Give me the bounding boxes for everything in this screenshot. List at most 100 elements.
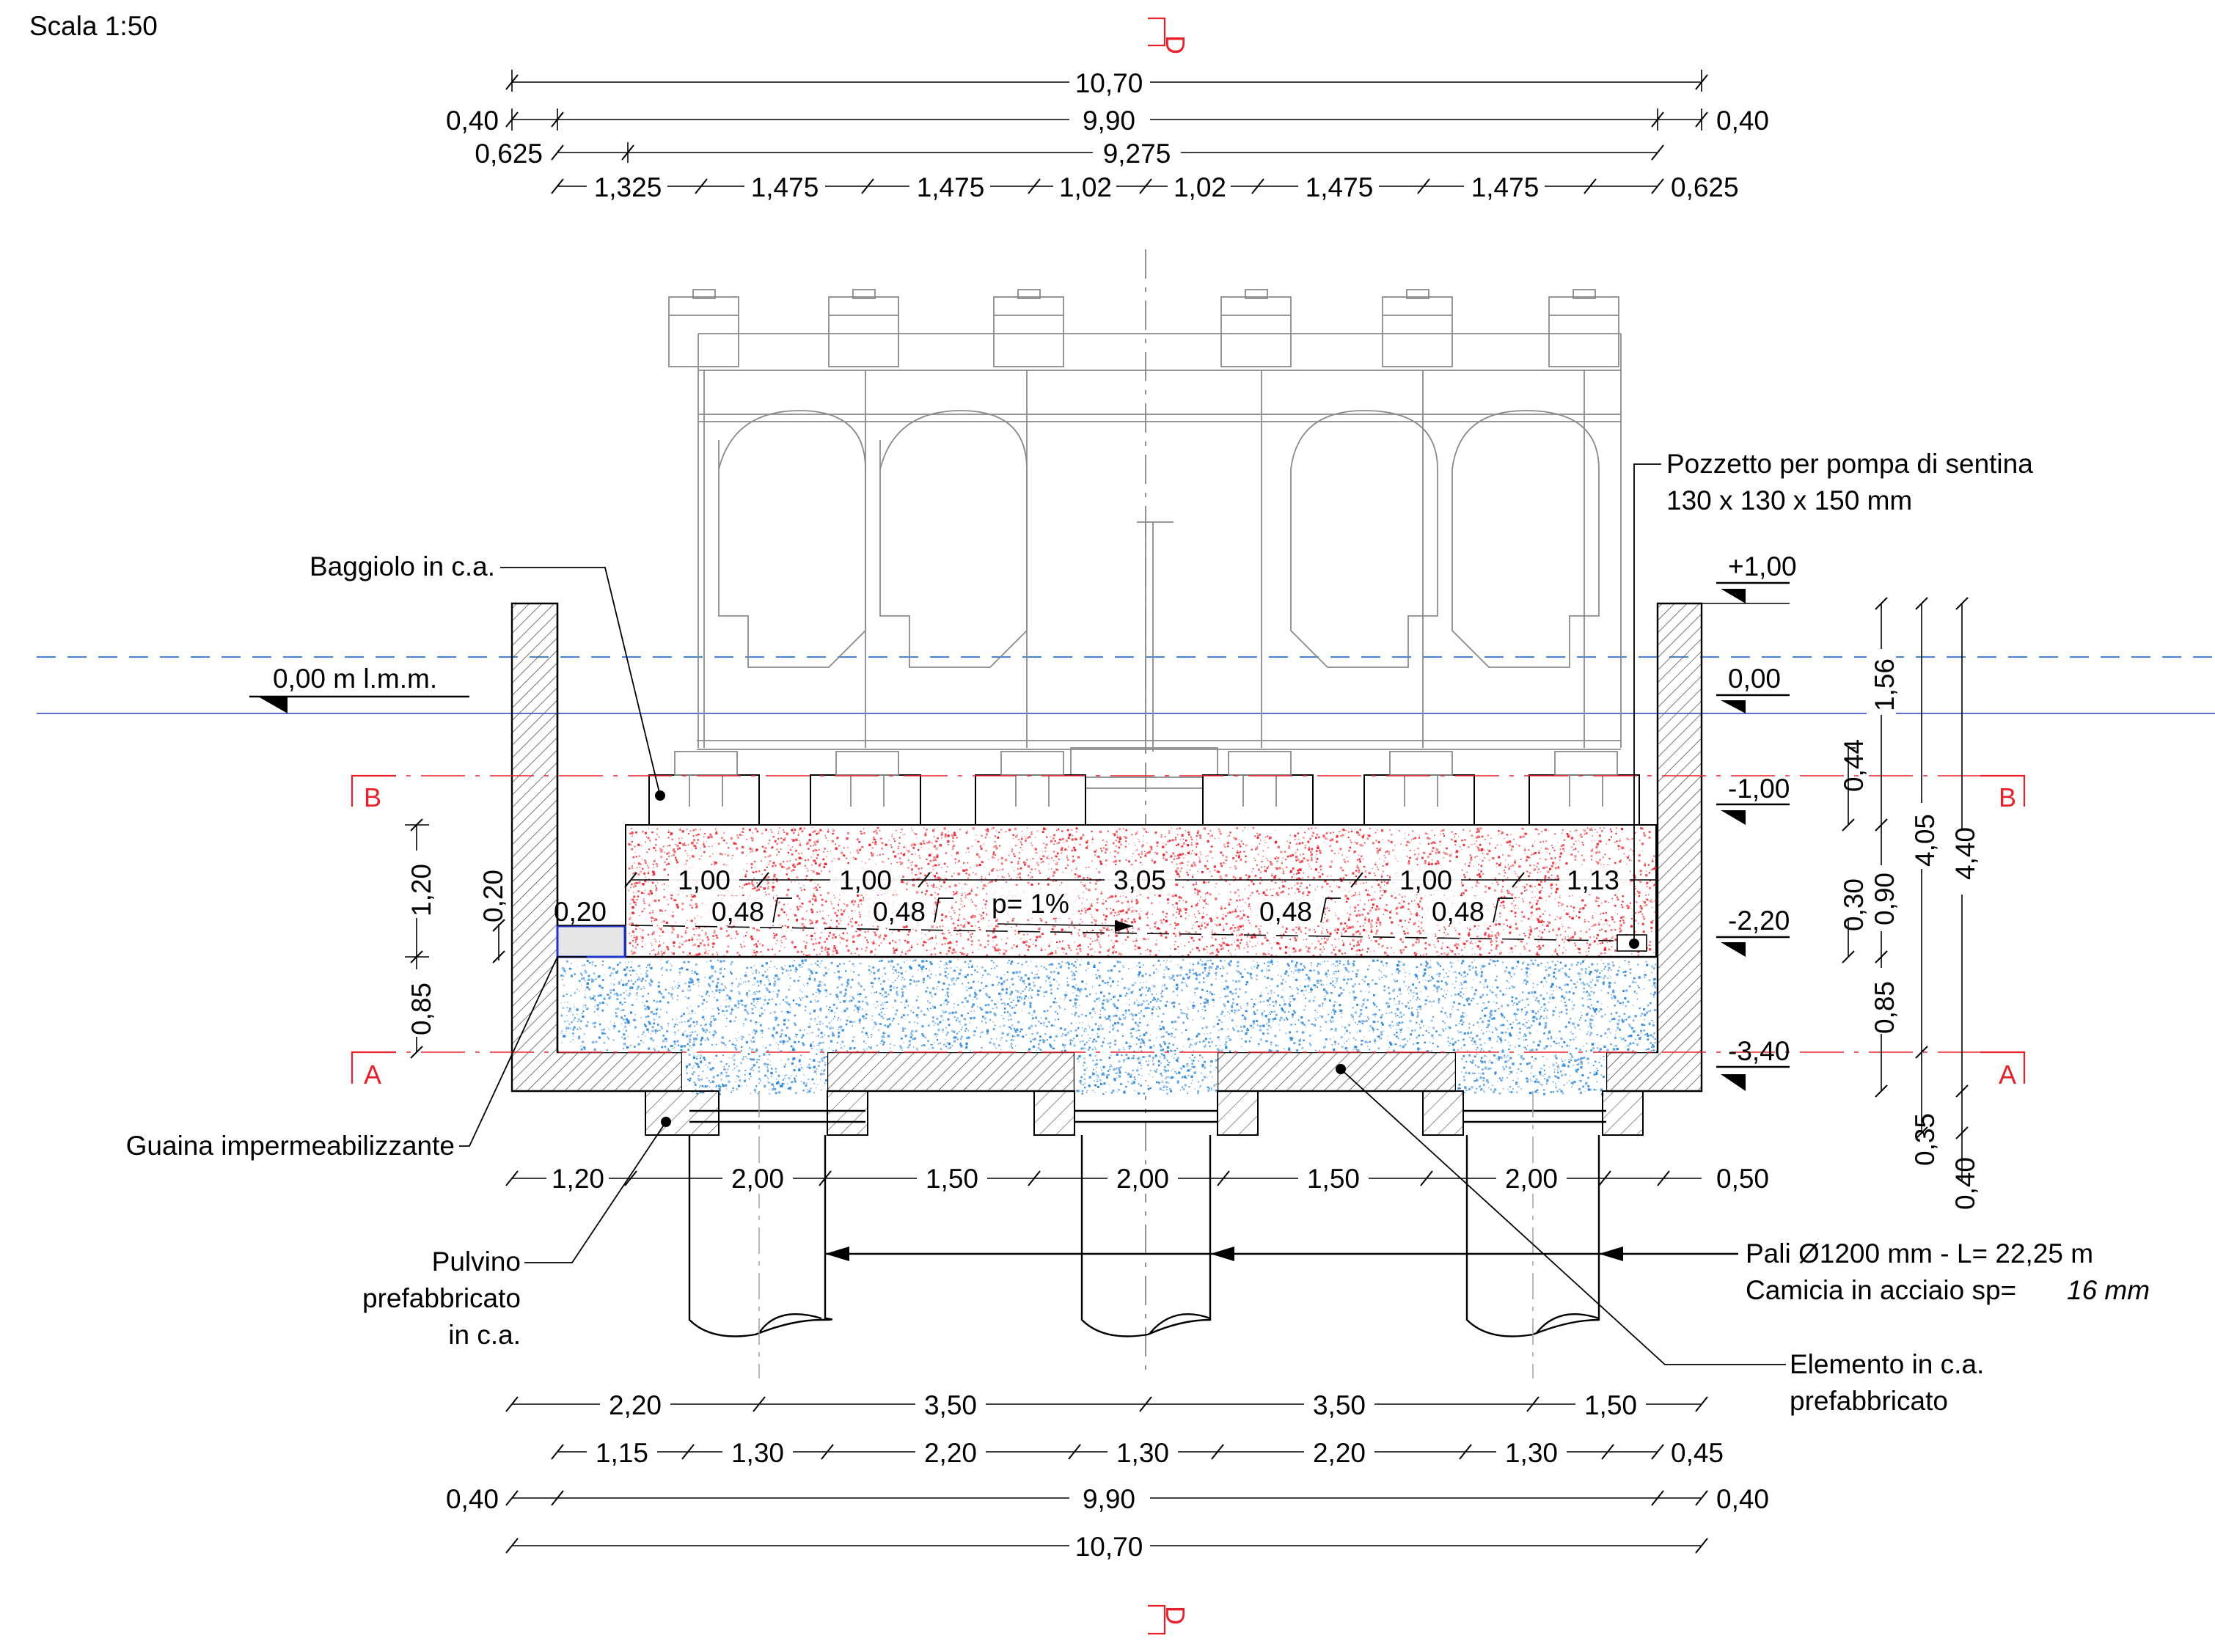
section-letter-top: D bbox=[1160, 35, 1190, 54]
top-dim-inner: 9,90 bbox=[1083, 106, 1135, 136]
section-line-a: A A bbox=[351, 1051, 2026, 1090]
bottom-dim-2-5: 2,20 bbox=[1313, 1438, 1366, 1468]
pile-dim-5: 1,50 bbox=[1307, 1164, 1360, 1194]
right-dim-0-40: 0,40 bbox=[1950, 1157, 1980, 1210]
inner-sub-dim-4: 0,48 bbox=[1432, 897, 1484, 927]
bottom-dim-1-3: 3,50 bbox=[1313, 1390, 1366, 1420]
blue-fill-gap-3 bbox=[1456, 1052, 1606, 1096]
inner-dimensions: 1,00 1,00 3,05 1,00 1,13 0,48 0,48 0,48 … bbox=[554, 865, 1656, 927]
pile-dimensions: 1,20 2,00 1,50 2,00 1,50 2,00 0,50 bbox=[505, 1164, 1769, 1194]
top-dim-bay-1: 1,325 bbox=[594, 172, 662, 202]
section-b-right: B bbox=[1999, 782, 2016, 812]
inner-dim-2: 1,00 bbox=[839, 865, 892, 895]
right-dim-0-44: 0,44 bbox=[1839, 739, 1869, 792]
top-dim-right-wall: 0,40 bbox=[1716, 106, 1769, 136]
scale-label: Scala 1:50 bbox=[29, 11, 158, 41]
pali-label-3: 16 mm bbox=[2067, 1275, 2150, 1305]
top-dim-bay-8: 0,625 bbox=[1671, 172, 1739, 202]
left-dim-3: 0,20 bbox=[478, 870, 508, 922]
bottom-dimension-chains: 2,20 3,50 3,50 1,50 1,15 1,30 2,20 1,30 … bbox=[446, 1390, 1769, 1562]
elemento-label-2: prefabbricato bbox=[1790, 1386, 1948, 1416]
slope-line bbox=[630, 925, 1614, 941]
section-letter-bottom: D bbox=[1160, 1606, 1190, 1625]
baggiolo-label: Baggiolo in c.a. bbox=[310, 551, 495, 581]
water-level-label: 0,00 m l.m.m. bbox=[273, 664, 437, 694]
level-plus-1: +1,00 bbox=[1728, 551, 1797, 581]
concrete-walls bbox=[510, 602, 1703, 1093]
guaina-label: Guaina impermeabilizzante bbox=[126, 1131, 455, 1161]
top-dim-bay-5: 1,02 bbox=[1174, 172, 1226, 202]
section-b-left: B bbox=[364, 782, 381, 812]
inner-dim-1: 1,00 bbox=[678, 865, 731, 895]
right-dim-1-56: 1,56 bbox=[1870, 658, 1900, 711]
pile-dim-3: 1,50 bbox=[926, 1164, 978, 1194]
pulvino-label-2: prefabbricato bbox=[362, 1283, 521, 1313]
bottom-dim-2-1: 1,15 bbox=[596, 1438, 648, 1468]
level-minus-2-20: -2,20 bbox=[1728, 906, 1790, 936]
piles bbox=[645, 1090, 1644, 1378]
right-dim-4-05: 4,05 bbox=[1910, 814, 1940, 867]
top-dim-bay-4: 1,02 bbox=[1059, 172, 1112, 202]
right-dim-0-30: 0,30 bbox=[1839, 878, 1869, 931]
right-dim-0-35: 0,35 bbox=[1910, 1113, 1940, 1166]
level-minus-3-40: -3,40 bbox=[1728, 1036, 1790, 1066]
top-dim-bay-2: 1,475 bbox=[751, 172, 819, 202]
bottom-dim-1-1: 2,20 bbox=[609, 1390, 662, 1420]
level-minus-1: -1,00 bbox=[1728, 774, 1790, 804]
inner-sub-dim-1: 0,48 bbox=[711, 897, 764, 927]
inner-dim-3: 3,05 bbox=[1113, 865, 1166, 895]
level-zero: 0,00 bbox=[1728, 664, 1781, 694]
pile-dim-2: 2,00 bbox=[731, 1164, 784, 1194]
bottom-dim-3-1: 0,40 bbox=[446, 1484, 499, 1514]
inner-sub-dim-2: 0,48 bbox=[873, 897, 926, 927]
top-dimension-chains: 10,70 0,40 9,90 0,40 0,625 9,275 1,325 1… bbox=[446, 65, 1769, 202]
pile-dim-4: 2,00 bbox=[1116, 1164, 1169, 1194]
bearing-details bbox=[674, 751, 1618, 807]
bottom-dim-2-7: 0,45 bbox=[1671, 1438, 1724, 1468]
bottom-dim-2-3: 2,20 bbox=[924, 1438, 977, 1468]
top-dim-span: 9,275 bbox=[1103, 139, 1171, 169]
drain-channel bbox=[556, 925, 626, 958]
top-dim-bay-6: 1,475 bbox=[1306, 172, 1374, 202]
top-dim-bay-7: 1,475 bbox=[1471, 172, 1539, 202]
pile-arrow-line bbox=[825, 1247, 1738, 1261]
pali-label-2: Camicia in acciaio sp= bbox=[1746, 1275, 2016, 1305]
callouts: Baggiolo in c.a. Pozzetto per pompa di s… bbox=[126, 449, 2150, 1416]
left-dim-2: 0,85 bbox=[406, 983, 436, 1035]
pali-label-1: Pali Ø1200 mm - L= 22,25 m bbox=[1746, 1238, 2093, 1269]
pile-dim-1: 1,20 bbox=[552, 1164, 604, 1194]
bottom-dim-2-2: 1,30 bbox=[731, 1438, 784, 1468]
top-dim-offset: 0,625 bbox=[475, 139, 543, 169]
bottom-dim-3-2: 9,90 bbox=[1083, 1484, 1135, 1514]
inner-dim-4: 1,00 bbox=[1399, 865, 1452, 895]
pile-dim-7: 0,50 bbox=[1716, 1164, 1769, 1194]
top-dim-left-wall: 0,40 bbox=[446, 106, 499, 136]
bottom-dim-2-4: 1,30 bbox=[1116, 1438, 1169, 1468]
elemento-label-1: Elemento in c.a. bbox=[1790, 1349, 1984, 1379]
bottom-dim-2-6: 1,30 bbox=[1505, 1438, 1558, 1468]
left-dimensions: 1,20 0,85 0,20 bbox=[402, 818, 508, 1059]
section-marker-top: D bbox=[1148, 17, 1190, 54]
top-dim-bay-3: 1,475 bbox=[917, 172, 985, 202]
section-a-right: A bbox=[1999, 1060, 2016, 1090]
slope-label: p= 1% bbox=[992, 889, 1069, 919]
water-level-marker: 0,00 m l.m.m. bbox=[249, 664, 469, 713]
pozzetto-label-2: 130 x 130 x 150 mm bbox=[1666, 485, 1912, 515]
right-dim-4-40: 4,40 bbox=[1950, 827, 1980, 880]
channel-width: 0,20 bbox=[554, 897, 607, 927]
bottom-dim-1-4: 1,50 bbox=[1584, 1390, 1637, 1420]
pulvino-label-1: Pulvino bbox=[432, 1247, 521, 1277]
blue-fill-gap-2 bbox=[1074, 1052, 1218, 1096]
level-markers: +1,00 0,00 -1,00 -2,20 -3,40 bbox=[1702, 551, 1797, 1091]
right-dim-0-85: 0,85 bbox=[1870, 981, 1900, 1034]
blue-speckle-texture bbox=[560, 959, 1657, 1095]
pile-dim-6: 2,00 bbox=[1505, 1164, 1558, 1194]
right-dim-0-90: 0,90 bbox=[1870, 873, 1900, 925]
section-a-left: A bbox=[364, 1060, 381, 1090]
section-line-b: B B bbox=[351, 774, 2026, 812]
left-dim-1: 1,20 bbox=[406, 864, 436, 917]
inner-dim-5: 1,13 bbox=[1567, 865, 1619, 895]
section-marker-bottom: D bbox=[1148, 1604, 1190, 1635]
transformer-outline bbox=[668, 289, 1622, 789]
